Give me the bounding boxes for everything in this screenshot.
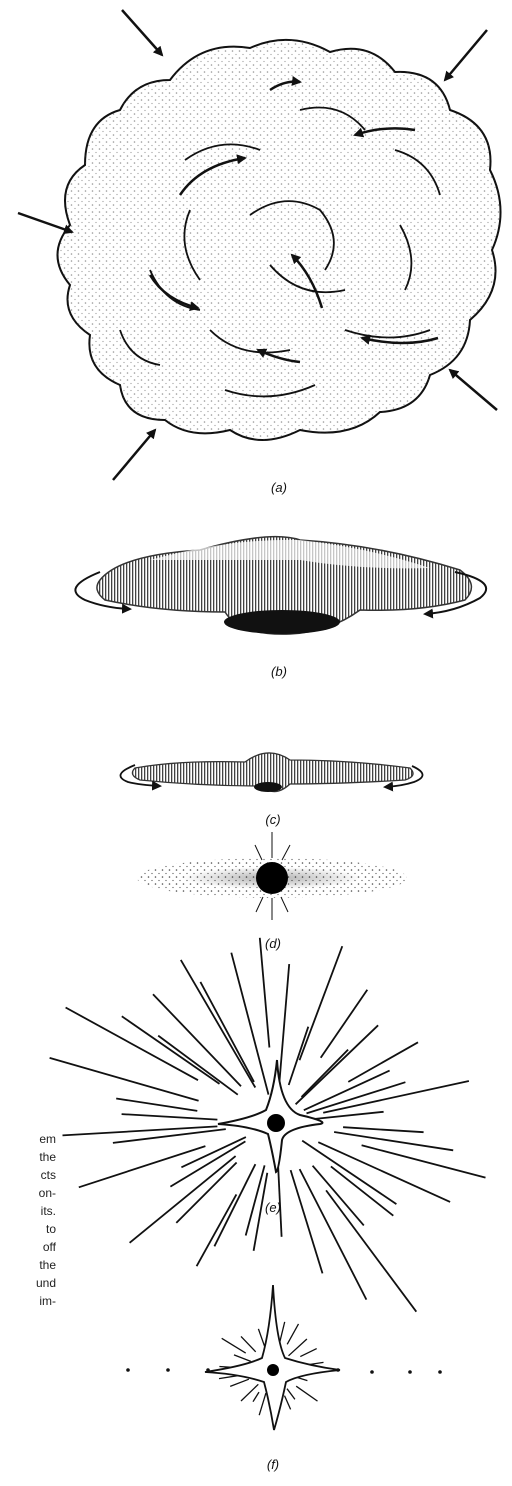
planet-dot	[408, 1370, 412, 1374]
inflow-arrow	[450, 370, 497, 410]
ray-stroke	[300, 1349, 316, 1357]
caption-c: (c)	[258, 812, 288, 827]
ray-stroke	[241, 1336, 256, 1351]
ray-stroke	[289, 1027, 309, 1085]
panel-b-rotating-disk	[75, 537, 486, 634]
planet-dot	[206, 1368, 210, 1372]
ray-stroke	[234, 1355, 251, 1362]
ray-stroke	[287, 1324, 298, 1344]
protostar	[256, 862, 288, 894]
side-text-line: im-	[0, 1292, 56, 1310]
ray-stroke	[302, 1050, 349, 1097]
four-point-star-small	[205, 1285, 340, 1430]
panel-e-star-outflow	[50, 938, 486, 1312]
ray-stroke	[122, 1114, 218, 1120]
central-star-small	[267, 1364, 279, 1376]
central-star	[267, 1114, 285, 1132]
planet-dot	[166, 1368, 170, 1372]
panel-d-protostar-disk	[137, 832, 407, 920]
ray-stroke	[313, 1166, 364, 1226]
ray-stroke	[230, 1379, 249, 1386]
ray-stroke	[200, 982, 254, 1082]
ray-stroke	[287, 1389, 295, 1400]
ray-stroke	[343, 1127, 424, 1132]
inflow-arrow	[122, 10, 162, 55]
planet-dot	[370, 1370, 374, 1374]
ray-stroke	[334, 1132, 453, 1150]
four-point-star	[218, 1060, 323, 1172]
ray-stroke	[50, 1058, 199, 1101]
panel-f-star-planets	[126, 1285, 442, 1430]
ray-stroke	[259, 1393, 266, 1415]
ray-stroke	[279, 964, 290, 1092]
side-text-line: off	[0, 1238, 56, 1256]
ray-stroke	[253, 1392, 259, 1402]
ray-stroke	[289, 1339, 307, 1356]
ray-stroke	[181, 960, 256, 1088]
side-text-line: its.	[0, 1202, 56, 1220]
ray-stroke	[79, 1146, 206, 1187]
side-text-line: the	[0, 1148, 56, 1166]
ray-stroke	[197, 1194, 237, 1266]
disk-central-bulge	[224, 610, 340, 634]
ray-stroke	[296, 1386, 317, 1401]
caption-d: (d)	[258, 936, 288, 951]
ray-stroke	[362, 1145, 486, 1177]
ray-stroke	[214, 1164, 255, 1246]
ray-stroke	[326, 1190, 416, 1311]
side-text-line: the	[0, 1256, 56, 1274]
inflow-arrow	[445, 30, 487, 80]
planet-dot	[438, 1370, 442, 1374]
ray-stroke	[176, 1163, 236, 1223]
planet-dot	[336, 1368, 340, 1372]
ray-stroke	[348, 1042, 418, 1082]
thin-disk-core	[254, 782, 282, 792]
ray-stroke	[300, 946, 343, 1060]
ray-stroke	[291, 1170, 323, 1273]
panel-c-thin-disk	[120, 753, 422, 792]
side-text-line: on-	[0, 1184, 56, 1202]
inflow-arrow	[18, 213, 72, 232]
ray-stroke	[260, 938, 270, 1048]
panel-a-collapsing-cloud	[18, 10, 501, 480]
side-text-line: cts	[0, 1166, 56, 1184]
ray-stroke	[122, 1016, 220, 1084]
side-text-line: und	[0, 1274, 56, 1292]
side-text-line: to	[0, 1220, 56, 1238]
ray-stroke	[321, 990, 368, 1058]
inflow-arrow	[113, 430, 155, 480]
ray-stroke	[285, 1396, 291, 1410]
ray-stroke	[63, 1126, 218, 1135]
ray-stroke	[66, 1008, 198, 1081]
caption-f: (f)	[258, 1457, 288, 1472]
caption-b: (b)	[264, 664, 294, 679]
caption-e: (e)	[258, 1200, 288, 1215]
ray-stroke	[130, 1156, 236, 1243]
side-text-line: em	[0, 1130, 56, 1148]
planet-dot	[126, 1368, 130, 1372]
caption-a: (a)	[264, 480, 294, 495]
ray-stroke	[222, 1338, 246, 1353]
ray-stroke	[116, 1099, 197, 1111]
